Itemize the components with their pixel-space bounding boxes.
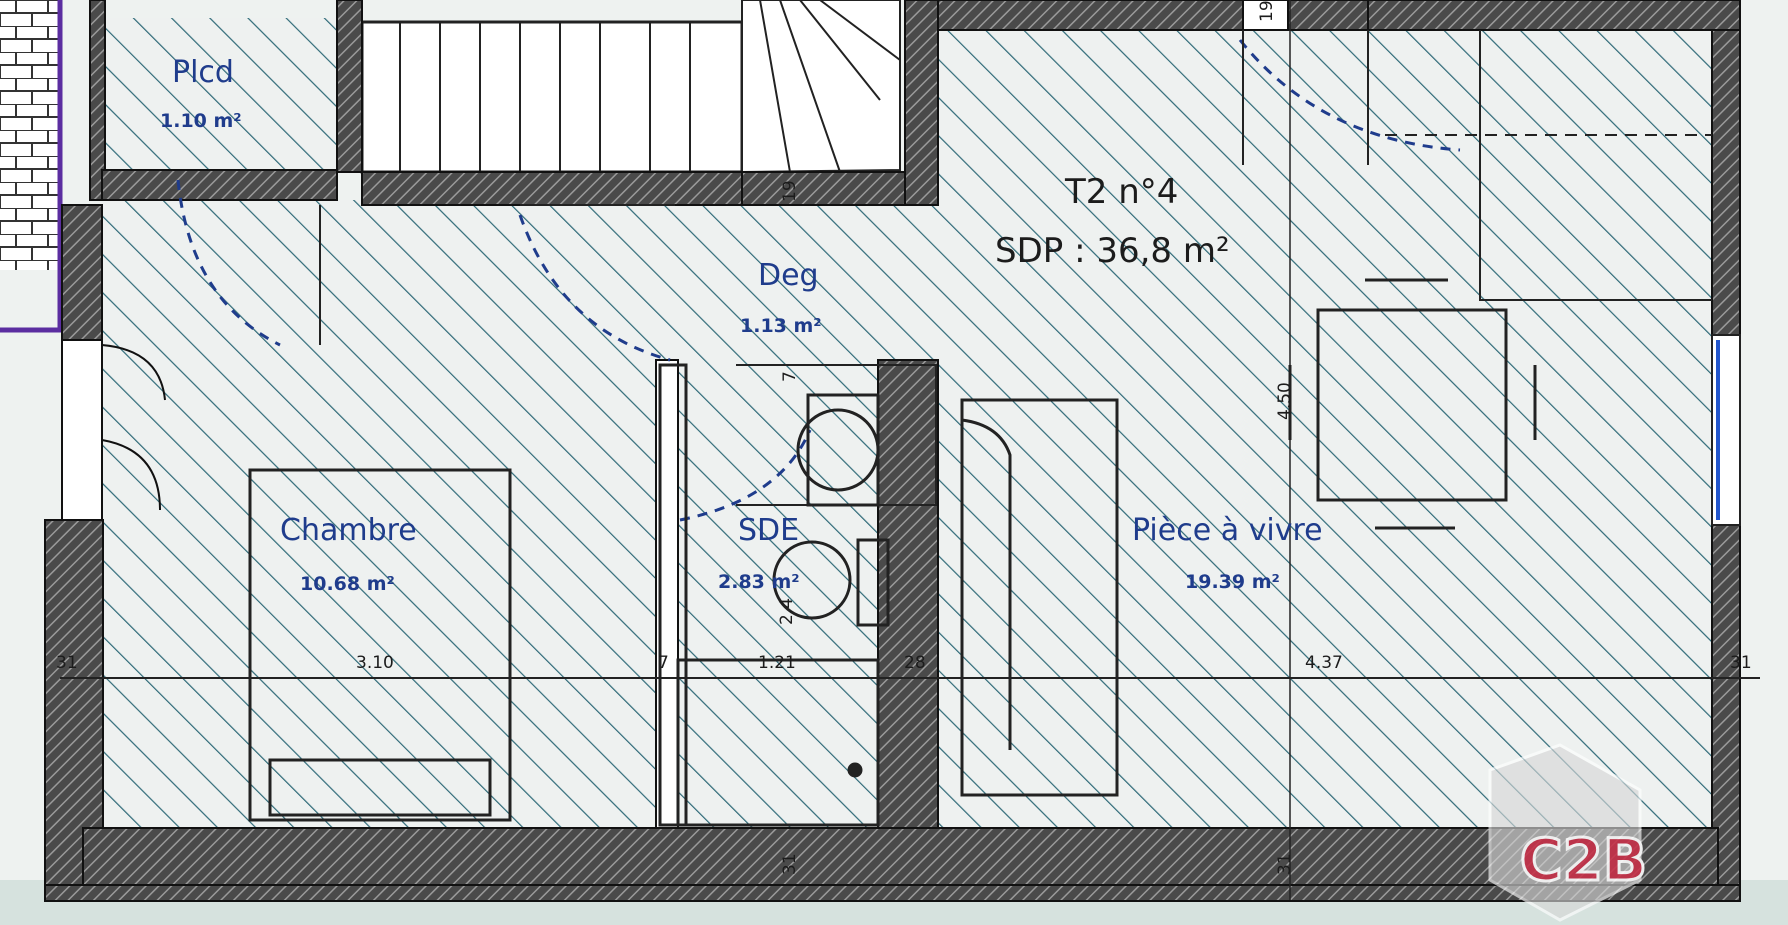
- property-line: [0, 0, 63, 333]
- dim-piece-depth: 4.50: [1275, 382, 1295, 420]
- dim-partition: 7: [658, 653, 669, 673]
- dim-wall-bottom-b: 31: [1275, 853, 1295, 875]
- unit-sdp: SDP : 36,8 m²: [995, 231, 1230, 271]
- dim-wall-mid: 28: [904, 653, 926, 673]
- dim-chambre-width: 3.10: [356, 653, 394, 673]
- room-area-chambre: 10.68 m²: [300, 573, 395, 595]
- room-name-chambre: Chambre: [280, 513, 417, 548]
- room-name-deg: Deg: [758, 258, 819, 293]
- unit-title: T2 n°4: [1064, 172, 1178, 212]
- room-name-piece: Pièce à vivre: [1132, 513, 1323, 548]
- brick-facade: [0, 0, 60, 270]
- dim-sde-small: 2.4: [777, 598, 797, 625]
- room-area-piece: 19.39 m²: [1185, 571, 1280, 593]
- dim-wall-left: 31: [56, 653, 78, 673]
- svg-text:C2B: C2B: [1520, 826, 1647, 894]
- dim-wall-bottom-a: 31: [780, 853, 800, 875]
- room-name-plcd: Plcd: [172, 55, 234, 90]
- room-area-deg: 1.13 m²: [740, 315, 822, 337]
- partitions: [319, 30, 1712, 506]
- dim-sde-width: 1.21: [758, 653, 796, 673]
- bathroom-fixtures: [658, 363, 890, 827]
- bed: [248, 468, 512, 822]
- dim-piece-width: 4.37: [1305, 653, 1343, 673]
- room-name-sde: SDE: [738, 513, 799, 548]
- staircase: [360, 0, 901, 174]
- c2b-logo: C2B: [1488, 743, 1649, 922]
- dim-wall-right: 31: [1730, 653, 1752, 673]
- kitchen-unit: [960, 398, 1119, 797]
- room-area-sde: 2.83 m²: [718, 571, 800, 593]
- dim-wall-top-b: 19: [780, 180, 800, 202]
- door-swings: [176, 39, 1461, 522]
- dim-deg-small: 7: [780, 371, 800, 382]
- room-area-plcd: 1.10 m²: [160, 110, 242, 132]
- dim-wall-top-a: 19: [1257, 0, 1277, 22]
- door-left: [61, 339, 166, 521]
- walls: [44, 0, 1741, 902]
